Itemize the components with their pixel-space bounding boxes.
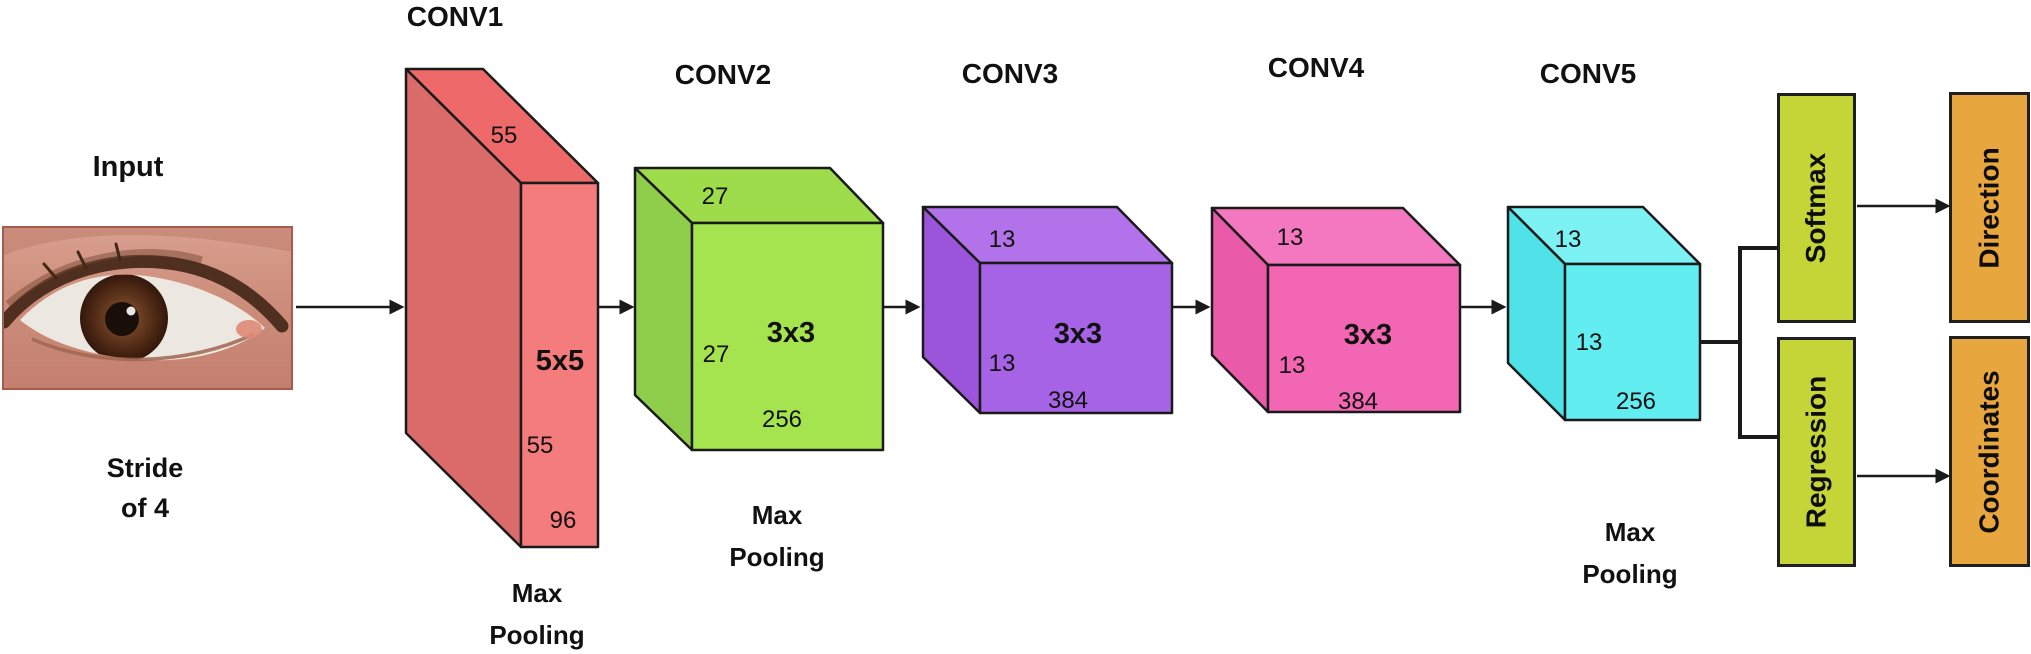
conv2-block: [633, 166, 885, 452]
conv2-side-size: 27: [702, 341, 730, 368]
eye-tear-duct: [236, 320, 262, 338]
conv3-title: CONV3: [961, 58, 1059, 89]
stride-label: Stride of 4: [107, 448, 184, 528]
conv2-pool-line2: Pooling: [729, 542, 825, 572]
input-label: Input: [92, 151, 164, 183]
conv3-kernel: 3x3: [1053, 318, 1103, 350]
conv4-front-face: [1266, 263, 1462, 414]
conv1-pool-label: Max Pooling: [489, 572, 584, 654]
eye-lower-lid: [31, 332, 255, 362]
conv3-depth: 384: [1047, 387, 1089, 414]
conv2-pool-line1: Max: [751, 500, 803, 530]
conv2-kernel: 3x3: [766, 317, 816, 349]
conv1-side-size: 55: [526, 432, 554, 459]
conv1-depth: 96: [549, 507, 577, 534]
conv3-front-face: [978, 261, 1174, 415]
conv4-title: CONV4: [1267, 52, 1365, 83]
conv4-kernel: 3x3: [1343, 319, 1393, 351]
conv5-title: CONV5: [1539, 58, 1637, 89]
eye-highlight: [126, 306, 136, 316]
direction-label: Direction: [1973, 146, 2005, 269]
conv1-kernel: 5x5: [535, 345, 585, 377]
conv1-top-size: 55: [490, 122, 518, 149]
conv1-pool-line1: Max: [511, 578, 563, 608]
coordinates-box: Coordinates: [1949, 336, 2030, 567]
conv5-depth: 256: [1615, 388, 1657, 415]
input-eye-image: [2, 226, 293, 390]
conv5-block: [1506, 205, 1702, 422]
conv3-side-size: 13: [988, 350, 1016, 377]
conv5-top-size: 13: [1554, 226, 1582, 253]
conv3-top-size: 13: [988, 226, 1016, 253]
conv2-top-size: 27: [701, 183, 729, 210]
branch-bracket: [1701, 246, 1777, 439]
softmax-box: Softmax: [1777, 93, 1856, 323]
stride-line1: Stride: [106, 453, 184, 483]
conv4-block: [1210, 206, 1462, 414]
conv5-side-size: 13: [1575, 329, 1603, 356]
conv5-pool-label: Max Pooling: [1582, 511, 1677, 595]
conv2-pool-label: Max Pooling: [729, 494, 824, 578]
conv1-front-face: [519, 181, 600, 549]
conv5-front-face: [1563, 262, 1702, 422]
conv3-block: [921, 205, 1174, 415]
regression-box: Regression: [1777, 337, 1856, 567]
coordinates-label: Coordinates: [1973, 369, 2005, 534]
conv1-block: [404, 67, 600, 549]
softmax-label: Softmax: [1800, 152, 1832, 264]
flow-arrows: [296, 198, 1951, 484]
stride-line2: of 4: [120, 493, 169, 523]
conv5-pool-line2: Pooling: [1582, 559, 1678, 589]
conv4-side-size: 13: [1278, 352, 1306, 379]
conv4-depth: 384: [1337, 388, 1379, 415]
conv5-pool-line1: Max: [1604, 517, 1656, 547]
conv2-title: CONV2: [674, 59, 772, 90]
direction-box: Direction: [1949, 92, 2030, 323]
regression-label: Regression: [1800, 375, 1832, 529]
conv1-pool-line2: Pooling: [489, 620, 585, 650]
eye-pupil: [105, 302, 139, 336]
conv2-front-face: [690, 221, 885, 452]
conv4-top-size: 13: [1276, 224, 1304, 251]
eye-upper-lash: [2, 254, 289, 333]
conv1-title: CONV1: [406, 1, 504, 32]
conv2-depth: 256: [761, 406, 803, 433]
